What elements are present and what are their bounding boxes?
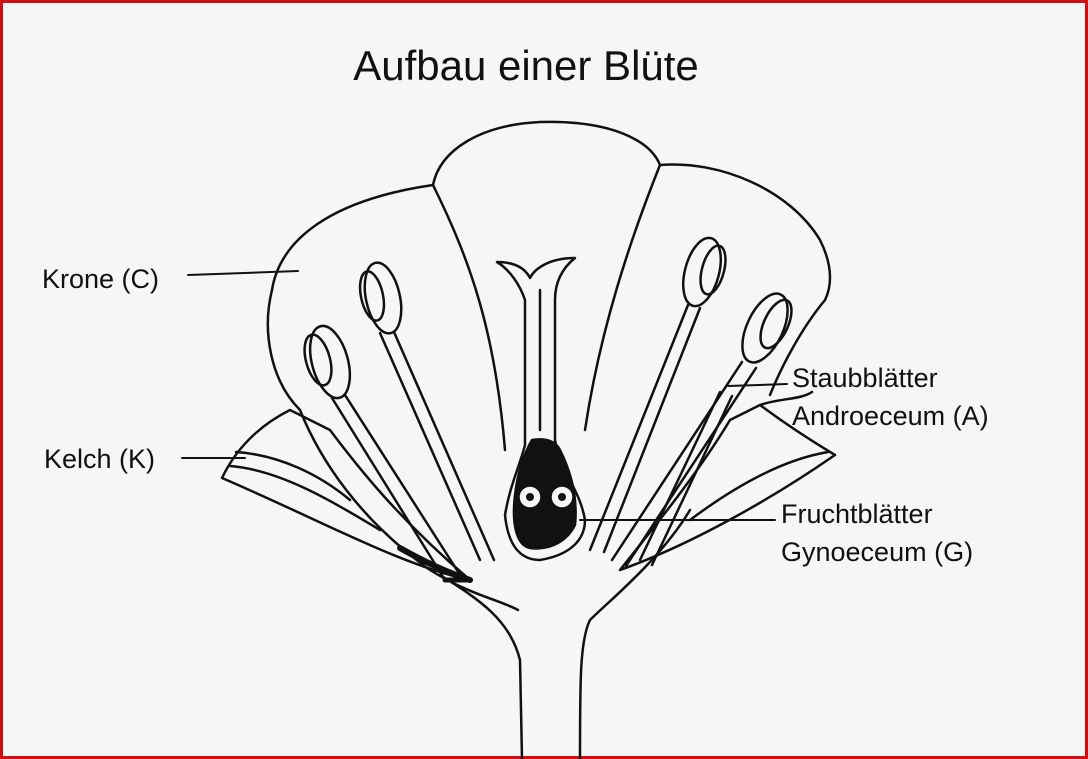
leader-staub bbox=[727, 383, 788, 387]
petals bbox=[266, 120, 832, 612]
leader-lines bbox=[181, 270, 788, 521]
stamen-right-1 bbox=[588, 236, 727, 554]
label-androeceum: Androeceum (A) bbox=[792, 401, 989, 431]
label-gynoeceum: Gynoeceum (G) bbox=[781, 537, 974, 567]
label-staubblaetter: Staubblätter bbox=[792, 363, 938, 393]
stamen-left-1 bbox=[303, 324, 473, 583]
stem bbox=[438, 508, 692, 759]
diagram-title: Aufbau einer Blüte bbox=[353, 42, 699, 89]
label-kelch: Kelch (K) bbox=[44, 444, 156, 474]
label-krone: Krone (C) bbox=[42, 264, 160, 294]
stamen-right-2 bbox=[610, 292, 793, 568]
stamen-left-2 bbox=[358, 261, 496, 562]
pistil bbox=[495, 256, 587, 562]
leader-krone bbox=[187, 270, 299, 276]
label-fruchtblaetter: Fruchtblätter bbox=[781, 499, 933, 529]
